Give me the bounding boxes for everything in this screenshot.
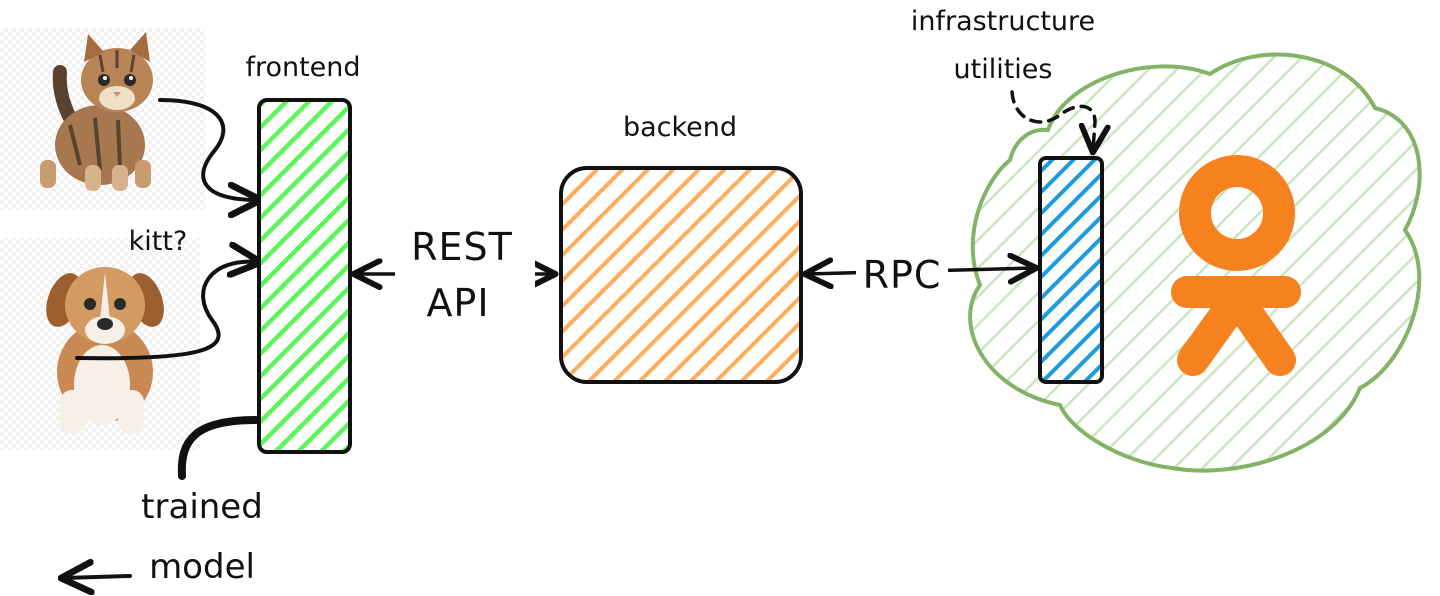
model-label: model [149,547,255,587]
trained-label: trained [141,487,263,527]
utilities-label: utilities [954,54,1053,85]
cloud-shape [968,52,1422,473]
infra-callout-arrow [1010,90,1095,150]
backend-label: backend [623,112,737,143]
rpc-label: RPC [863,253,942,297]
puppy-to-frontend-arrow [75,262,258,361]
puppy-photo [0,238,200,450]
kitten-photo [0,28,205,210]
rest-api-label-bg [395,220,535,330]
infrastructure-label: infrastructure [911,6,1095,37]
kitt-label: kitt? [129,226,188,257]
rpc-label-bg [856,250,948,296]
kitten-to-frontend-arrow [158,98,258,200]
model-to-frontend-connector [177,416,260,480]
api-label: API [426,281,489,325]
frontend-box [257,98,352,454]
backend-box [559,166,803,384]
odnoklassniki-logo [1171,155,1301,376]
rest-label: REST [411,225,513,269]
infrastructure-utilities-box [1038,156,1104,384]
frontend-label: frontend [245,52,360,83]
model-back-arrow [64,576,132,578]
